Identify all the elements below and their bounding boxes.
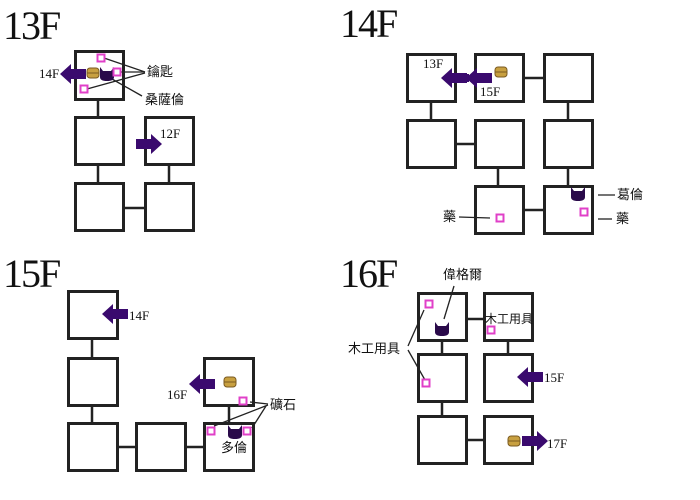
chest-icon bbox=[86, 67, 100, 79]
stairs-label: 14F bbox=[39, 66, 60, 81]
npc-icon bbox=[228, 425, 242, 439]
chest-icon bbox=[223, 376, 237, 388]
room bbox=[543, 53, 594, 103]
item-marker bbox=[96, 53, 106, 63]
chest-icon bbox=[507, 435, 521, 447]
stairs-label: 16F bbox=[167, 387, 188, 402]
npc-icon bbox=[435, 322, 449, 336]
room bbox=[67, 357, 119, 407]
room bbox=[483, 292, 534, 342]
stairs-arrow-14f bbox=[102, 304, 128, 324]
item-label: 木工用具 bbox=[485, 312, 534, 326]
item-label: 鑰匙 bbox=[147, 64, 174, 79]
item-marker bbox=[112, 67, 122, 77]
item-marker bbox=[242, 426, 252, 436]
floor-title-13f: 13F bbox=[3, 3, 61, 48]
room bbox=[474, 185, 525, 235]
room bbox=[67, 422, 119, 472]
item-label: 藥 bbox=[616, 211, 630, 226]
item-marker bbox=[424, 299, 434, 309]
item-label: 藥 bbox=[443, 209, 457, 224]
npc-label: 多倫 bbox=[221, 440, 248, 455]
item-marker bbox=[486, 325, 496, 335]
room bbox=[74, 182, 125, 232]
room bbox=[417, 415, 468, 465]
chest-icon bbox=[494, 66, 508, 78]
stairs-label: 14F bbox=[129, 308, 150, 323]
stairs-arrow-12f bbox=[136, 134, 162, 154]
stairs-label: 15F bbox=[544, 370, 565, 385]
room bbox=[406, 119, 457, 169]
npc-icon bbox=[571, 187, 585, 201]
room bbox=[74, 116, 125, 166]
room bbox=[417, 353, 468, 403]
room bbox=[144, 182, 195, 232]
stairs-label: 13F bbox=[423, 56, 444, 71]
item-marker bbox=[79, 84, 89, 94]
stairs-label: 15F bbox=[480, 84, 501, 99]
item-marker bbox=[579, 207, 589, 217]
stairs-arrow-15f bbox=[517, 367, 543, 387]
room bbox=[135, 422, 187, 472]
item-marker bbox=[495, 213, 505, 223]
item-marker bbox=[206, 426, 216, 436]
room bbox=[474, 119, 525, 169]
floor-title-14f: 14F bbox=[340, 1, 398, 46]
item-label: 木工用具 bbox=[348, 341, 401, 356]
item-marker bbox=[421, 378, 431, 388]
stairs-label: 17F bbox=[547, 436, 568, 451]
npc-icon bbox=[100, 67, 114, 81]
room bbox=[543, 119, 594, 169]
stairs-arrow-16f bbox=[189, 374, 215, 394]
stairs-arrow-17f bbox=[522, 431, 548, 451]
floor-title-16f: 16F bbox=[340, 251, 398, 296]
item-label: 礦石 bbox=[270, 397, 297, 412]
stairs-label: 12F bbox=[160, 126, 181, 141]
npc-label: 葛倫 bbox=[617, 187, 644, 202]
stairs-arrow-14f bbox=[60, 64, 86, 84]
npc-label: 桑薩倫 bbox=[145, 92, 185, 107]
npc-label: 偉格爾 bbox=[443, 267, 483, 282]
connectors bbox=[90, 76, 570, 449]
item-marker bbox=[238, 396, 248, 406]
leader-lines bbox=[86, 57, 615, 429]
floor-title-15f: 15F bbox=[3, 251, 61, 296]
